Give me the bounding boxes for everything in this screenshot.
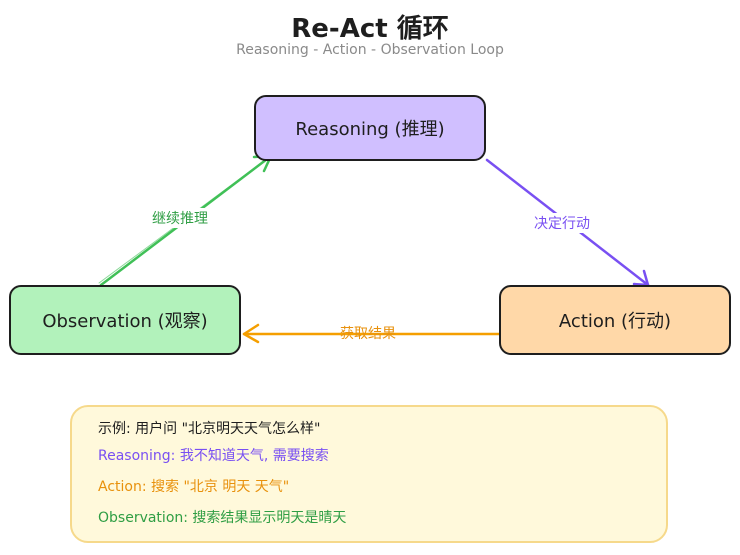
- example-intro: 示例: 用户问 "北京明天天气怎么样": [98, 421, 321, 437]
- example-reasoning: Reasoning: 我不知道天气, 需要搜索: [98, 448, 329, 464]
- edge-label-continue-reasoning: 继续推理: [150, 208, 210, 228]
- reasoning-node-label: Reasoning (推理): [295, 119, 445, 140]
- example-action: Action: 搜索 "北京 明天 天气": [98, 479, 290, 495]
- observation-node-label: Observation (观察): [42, 311, 208, 332]
- arrowhead-orange-icon: [242, 323, 260, 344]
- action-node: Action (行动): [499, 285, 731, 355]
- example-box: [70, 405, 668, 543]
- observation-node: Observation (观察): [9, 285, 241, 355]
- diagram-subtitle: Reasoning - Action - Observation Loop: [236, 42, 504, 58]
- example-observation: Observation: 搜索结果显示明天是晴天: [98, 510, 347, 526]
- edge-label-decide-action: 决定行动: [532, 213, 592, 233]
- reasoning-node: Reasoning (推理): [254, 95, 486, 161]
- diagram-title: Re-Act 循环: [291, 14, 449, 44]
- edge-label-get-result: 获取结果: [340, 326, 396, 342]
- action-node-label: Action (行动): [558, 311, 672, 332]
- edge-get-result: [242, 323, 501, 344]
